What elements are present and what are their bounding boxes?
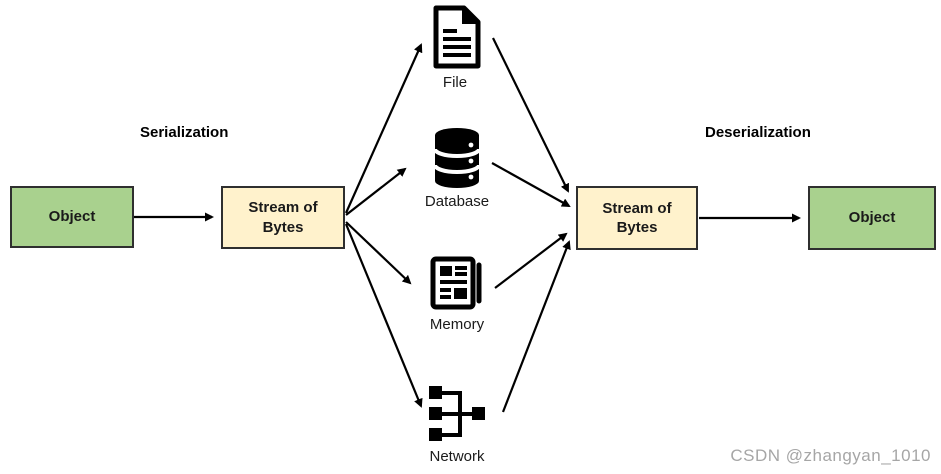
node-file: File: [410, 4, 500, 91]
object-box-right: Object: [808, 186, 936, 250]
node-network: Network: [412, 384, 502, 465]
stream-of-bytes-box-right: Stream of Bytes: [576, 186, 698, 250]
watermark-text: CSDN @zhangyan_1010: [730, 446, 931, 465]
node-memory: Memory: [412, 254, 502, 333]
object-box-left: Object: [10, 186, 134, 248]
object-box-right-label: Object: [848, 209, 896, 227]
node-memory-label: Memory: [429, 316, 485, 333]
stream-of-bytes-left-label: Stream of Bytes: [248, 199, 318, 236]
file-icon: [428, 4, 482, 70]
node-database: Database: [412, 127, 502, 210]
network-icon: [426, 384, 488, 444]
object-box-left-label: Object: [48, 208, 96, 226]
stream-of-bytes-box-left: Stream of Bytes: [221, 186, 345, 249]
node-network-label: Network: [429, 448, 485, 465]
serialization-label: Serialization: [140, 124, 229, 141]
stream-of-bytes-right-label: Stream of Bytes: [602, 199, 672, 237]
node-database-label: Database: [424, 193, 490, 210]
node-file-label: File: [442, 74, 468, 91]
memory-icon: [429, 254, 485, 312]
database-icon: [433, 127, 481, 189]
deserialization-label: Deserialization: [705, 124, 811, 141]
